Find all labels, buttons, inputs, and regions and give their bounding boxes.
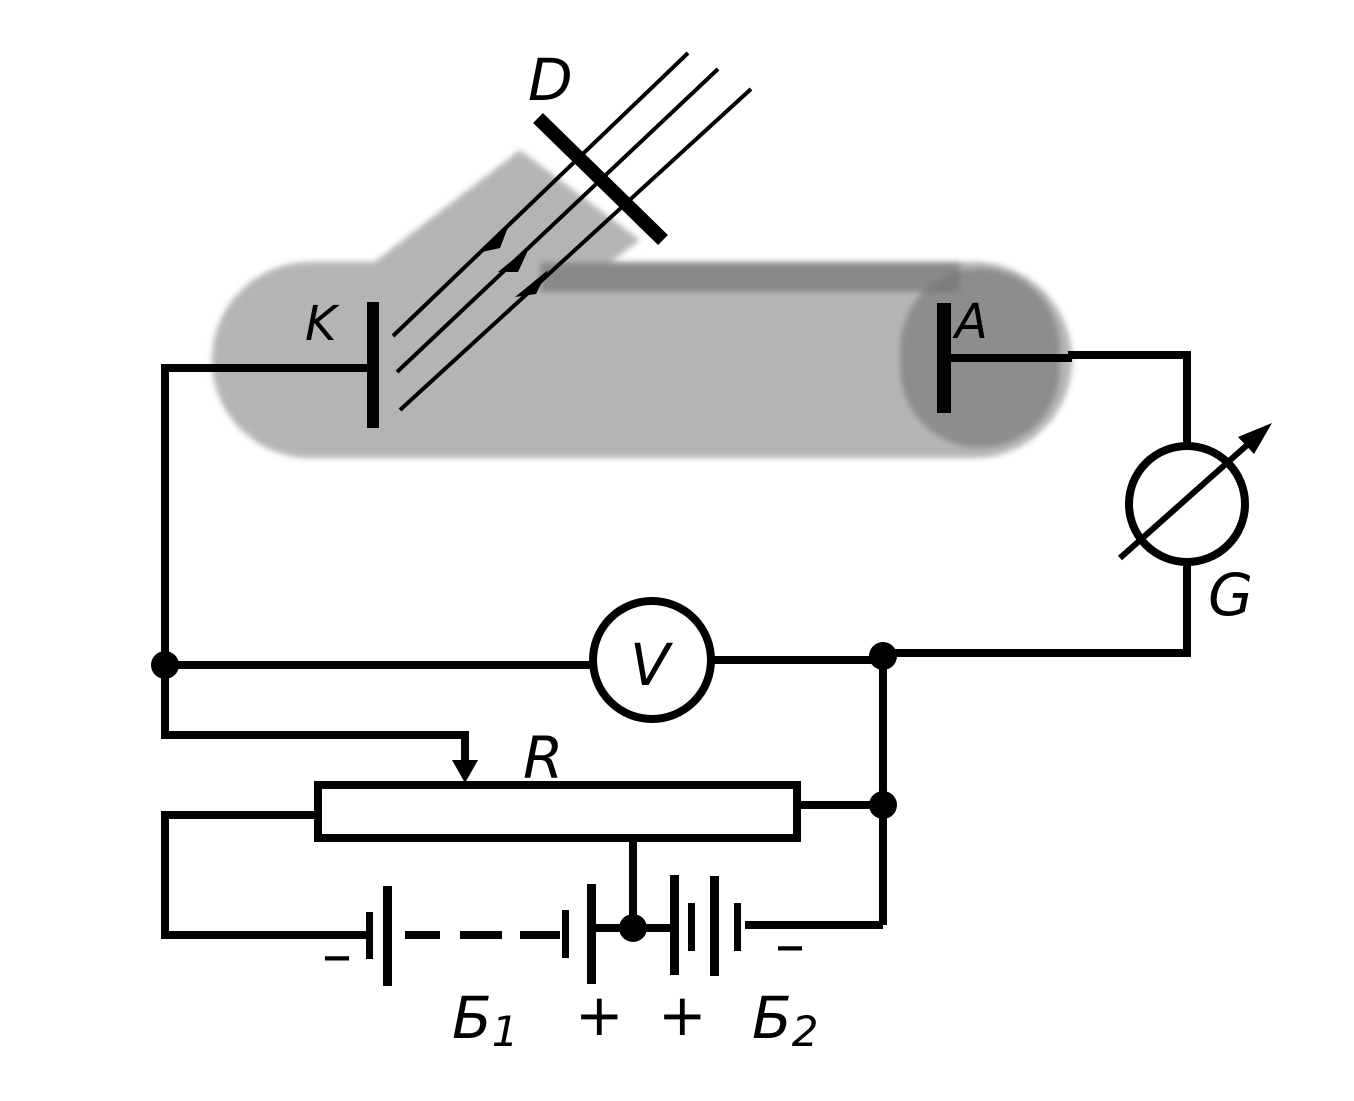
b1-cell-short-2 (562, 910, 569, 958)
label-galvanometer-g: G (1208, 561, 1253, 629)
b2-cell-long-2 (710, 876, 719, 976)
wire-galvanometer-return (883, 561, 1191, 657)
voltmeter-circle (589, 597, 715, 723)
label-window-d: D (528, 46, 573, 114)
light-ray-1 (391, 51, 690, 338)
galvanometer-arrow-icon (1118, 435, 1257, 561)
slider-arrow-icon (452, 760, 478, 783)
rheostat-body (314, 781, 801, 842)
battery-b1 (366, 884, 633, 986)
sign-b1-minus: – (322, 920, 352, 990)
labels: D K A G V R Б1 Б2 (305, 46, 1253, 1056)
galvanometer-arrowhead-icon (1238, 423, 1272, 454)
b1-cell-long (383, 886, 392, 986)
ray-arrowheads (482, 222, 548, 297)
battery-b2 (633, 875, 741, 976)
wire-anode-to-galvanometer (1068, 351, 1191, 446)
arrow-icon (498, 246, 530, 272)
b2-cell-short-1 (688, 903, 695, 951)
b2-cell-short-2 (734, 903, 741, 951)
arrow-icon (515, 270, 548, 297)
b1-cell-long-2 (587, 884, 596, 984)
label-rheostat-r: R (523, 724, 563, 792)
left-wire (161, 364, 212, 665)
voltmeter (589, 597, 715, 723)
label-voltmeter-v: V (630, 631, 674, 699)
sign-b2-plus: + (658, 981, 707, 1049)
junction-dot (869, 642, 897, 670)
label-battery-b2: Б2 (752, 984, 819, 1056)
cathode-plate (367, 302, 379, 428)
tube-body (212, 262, 1072, 458)
junctions (151, 642, 897, 942)
tube-body-top-shade (540, 262, 960, 292)
polarity-signs: – + + – (322, 910, 805, 1049)
b1-cell-short (366, 912, 373, 959)
label-cathode-k: K (305, 296, 340, 352)
wire-rheostat-left (161, 811, 370, 939)
junction-dot (151, 651, 179, 679)
galvanometer (1118, 423, 1272, 566)
arrow-icon (482, 222, 510, 252)
junction-dot (619, 914, 647, 942)
b2-cell-long-1 (670, 875, 679, 975)
sign-b1-plus: + (575, 981, 624, 1049)
sign-b2-minus: – (775, 910, 805, 980)
wire-to-slider (161, 665, 469, 770)
label-battery-b1: Б1 (452, 984, 519, 1056)
electrodes (212, 302, 1072, 428)
light-ray-3 (398, 87, 753, 412)
window-assembly (391, 51, 753, 412)
label-anode-a: A (952, 294, 988, 350)
rheostat (314, 760, 801, 842)
junction-dot (869, 791, 897, 819)
circuit-wires (161, 351, 1191, 939)
light-ray-2 (395, 67, 720, 374)
light-rays (391, 51, 753, 412)
anode-plate (937, 303, 951, 413)
